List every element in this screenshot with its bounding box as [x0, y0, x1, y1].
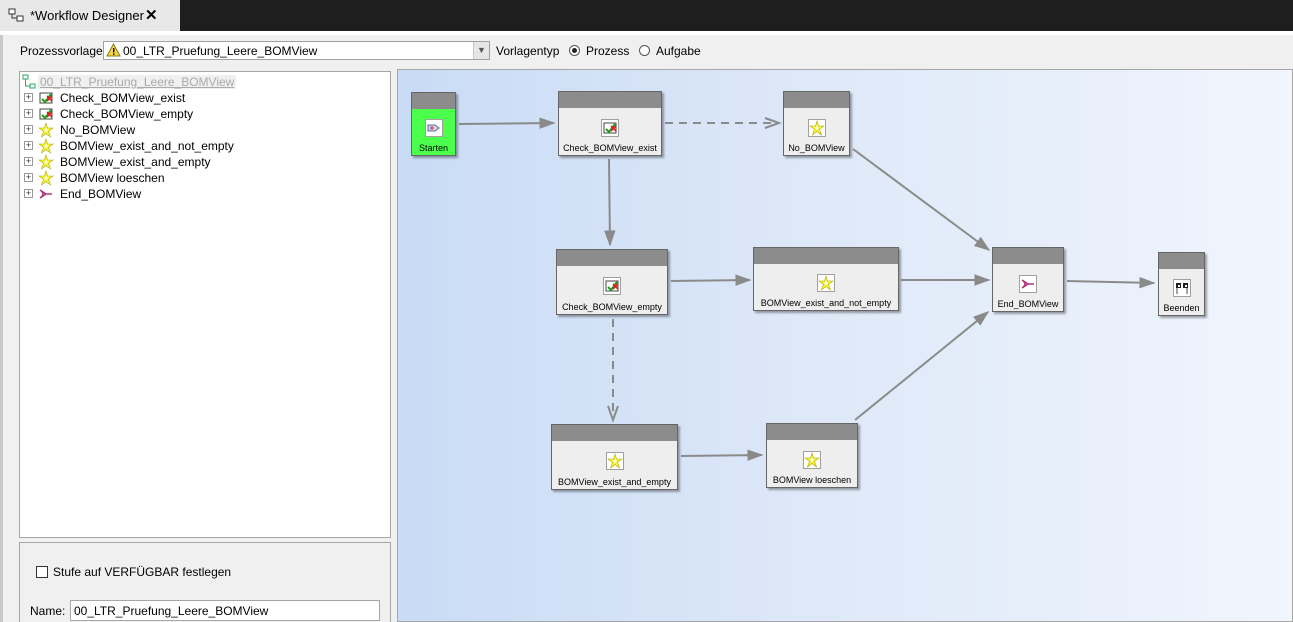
radio-prozess-label[interactable]: Prozess — [586, 44, 630, 58]
edge-layer — [458, 117, 1156, 461]
tree-item-label: BOMView loeschen — [60, 171, 165, 185]
radio-prozess[interactable] — [569, 45, 580, 56]
process-tree[interactable]: 00_LTR_Pruefung_Leere_BOMView + Check_BOM… — [19, 71, 391, 538]
node-header — [767, 424, 857, 440]
workflow-node-check-exist[interactable]: Check_BOMView_exist — [558, 91, 662, 156]
workflow-tab-icon — [8, 8, 24, 22]
workflow-node-check-empty[interactable]: Check_BOMView_empty — [556, 249, 668, 315]
prozessvorlage-value: 00_LTR_Pruefung_Leere_BOMView — [123, 44, 318, 58]
vorlagentyp-label: Vorlagentyp — [496, 44, 560, 58]
edge-check-empty-to-exist-and-empty[interactable] — [607, 319, 619, 423]
task-star-icon — [817, 274, 835, 292]
tree-item-label: BOMView_exist_and_empty — [60, 155, 211, 169]
prozessvorlage-label: Prozessvorlage — [20, 44, 103, 58]
node-label: No_BOMView — [788, 143, 845, 153]
workflow-designer-tab[interactable]: *Workflow Designer ✕ — [0, 0, 180, 31]
node-label: Starten — [418, 143, 449, 153]
node-label: Check_BOMView_exist — [563, 143, 657, 153]
chevron-down-icon[interactable]: ▼ — [473, 42, 489, 59]
tree-root-label: 00_LTR_Pruefung_Leere_BOMView — [38, 75, 237, 89]
edge-no-bomview-to-end-bomview[interactable] — [852, 148, 991, 251]
name-label: Name: — [30, 604, 66, 618]
tree-expand-toggle[interactable]: + — [24, 124, 33, 134]
task-star-icon — [38, 121, 54, 138]
workflow-node-exist-and-empty[interactable]: BOMView_exist_and_empty — [551, 424, 678, 490]
edge-loeschen-to-end-bomview[interactable] — [854, 311, 990, 421]
node-header — [784, 92, 849, 108]
workflow-node-end-bomview[interactable]: End_BOMView — [992, 247, 1064, 312]
task-star-icon — [38, 169, 54, 186]
close-icon[interactable]: ✕ — [145, 7, 158, 24]
condition-icon — [38, 106, 54, 122]
tree-expand-toggle[interactable]: + — [24, 156, 33, 166]
edge-exist-not-empty-to-end-bomview[interactable] — [901, 274, 991, 286]
or-join-icon — [38, 186, 54, 202]
edge-check-exist-to-no-bomview[interactable] — [665, 117, 782, 129]
workflow-node-loeschen[interactable]: BOMView loeschen — [766, 423, 858, 488]
node-header — [559, 92, 661, 108]
process-root-icon — [22, 74, 36, 89]
tree-item-label: Check_BOMView_exist — [60, 91, 186, 105]
task-star-icon — [38, 153, 54, 170]
properties-panel: Stufe auf VERFÜGBAR festlegen Name: — [19, 542, 391, 622]
tree-item-label: End_BOMView — [60, 187, 142, 201]
node-label: BOMView_exist_and_empty — [558, 477, 671, 487]
tab-title: *Workflow Designer — [30, 8, 144, 23]
node-header — [557, 250, 667, 266]
or-join-icon — [1019, 274, 1037, 293]
node-label: End_BOMView — [997, 299, 1059, 309]
tree-expand-toggle[interactable]: + — [24, 172, 33, 182]
task-star-icon — [605, 452, 624, 470]
radio-aufgabe[interactable] — [639, 45, 650, 56]
editor-top-border — [0, 31, 1293, 35]
task-star-icon — [38, 137, 54, 154]
workflow-node-no-bomview[interactable]: No_BOMView — [783, 91, 850, 156]
edge-start-to-check-exist[interactable] — [458, 117, 556, 129]
node-header — [993, 248, 1063, 264]
tree-expand-toggle[interactable]: + — [24, 140, 33, 150]
condition-icon — [603, 277, 621, 295]
node-label: Check_BOMView_empty — [562, 302, 662, 312]
tree-item-label: No_BOMView — [60, 123, 136, 137]
stufe-checkbox[interactable] — [36, 566, 48, 578]
radio-aufgabe-label[interactable]: Aufgabe — [656, 44, 701, 58]
condition-icon — [601, 118, 619, 137]
edge-exist-and-empty-to-loeschen[interactable] — [680, 449, 764, 461]
condition-icon — [38, 90, 54, 106]
workflow-node-exist-not-empty[interactable]: BOMView_exist_and_not_empty — [753, 247, 899, 311]
node-label: BOMView loeschen — [772, 475, 852, 485]
tab-bar-fill — [180, 25, 1293, 31]
left-edge-divider — [0, 35, 3, 622]
node-label: BOMView_exist_and_not_empty — [760, 298, 892, 308]
node-header — [412, 93, 455, 109]
tree-item-label: Check_BOMView_empty — [60, 107, 194, 121]
tree-item-label: BOMView_exist_and_not_empty — [60, 139, 234, 153]
warning-icon — [106, 43, 121, 57]
tree-expand-toggle[interactable]: + — [24, 188, 33, 198]
node-label: Beenden — [1163, 303, 1200, 313]
node-header — [552, 425, 677, 441]
stufe-label[interactable]: Stufe auf VERFÜGBAR festlegen — [53, 565, 232, 579]
prozessvorlage-select[interactable]: 00_LTR_Pruefung_Leere_BOMView ▼ — [103, 41, 490, 60]
node-header — [754, 248, 898, 264]
task-star-icon — [803, 450, 821, 469]
workflow-node-beenden[interactable]: Beenden — [1158, 252, 1205, 316]
workflow-node-start[interactable]: Starten — [411, 92, 456, 156]
edge-end-bomview-to-beenden[interactable] — [1066, 276, 1156, 289]
start-icon — [424, 119, 443, 137]
tree-expand-toggle[interactable]: + — [24, 92, 33, 102]
edge-check-empty-to-exist-not-empty[interactable] — [670, 274, 752, 286]
name-field[interactable] — [70, 600, 380, 621]
finish-flag-icon — [1172, 279, 1191, 297]
edge-check-exist-to-check-empty[interactable] — [604, 158, 616, 247]
node-header — [1159, 253, 1204, 269]
task-star-icon — [807, 118, 826, 137]
tree-expand-toggle[interactable]: + — [24, 108, 33, 118]
